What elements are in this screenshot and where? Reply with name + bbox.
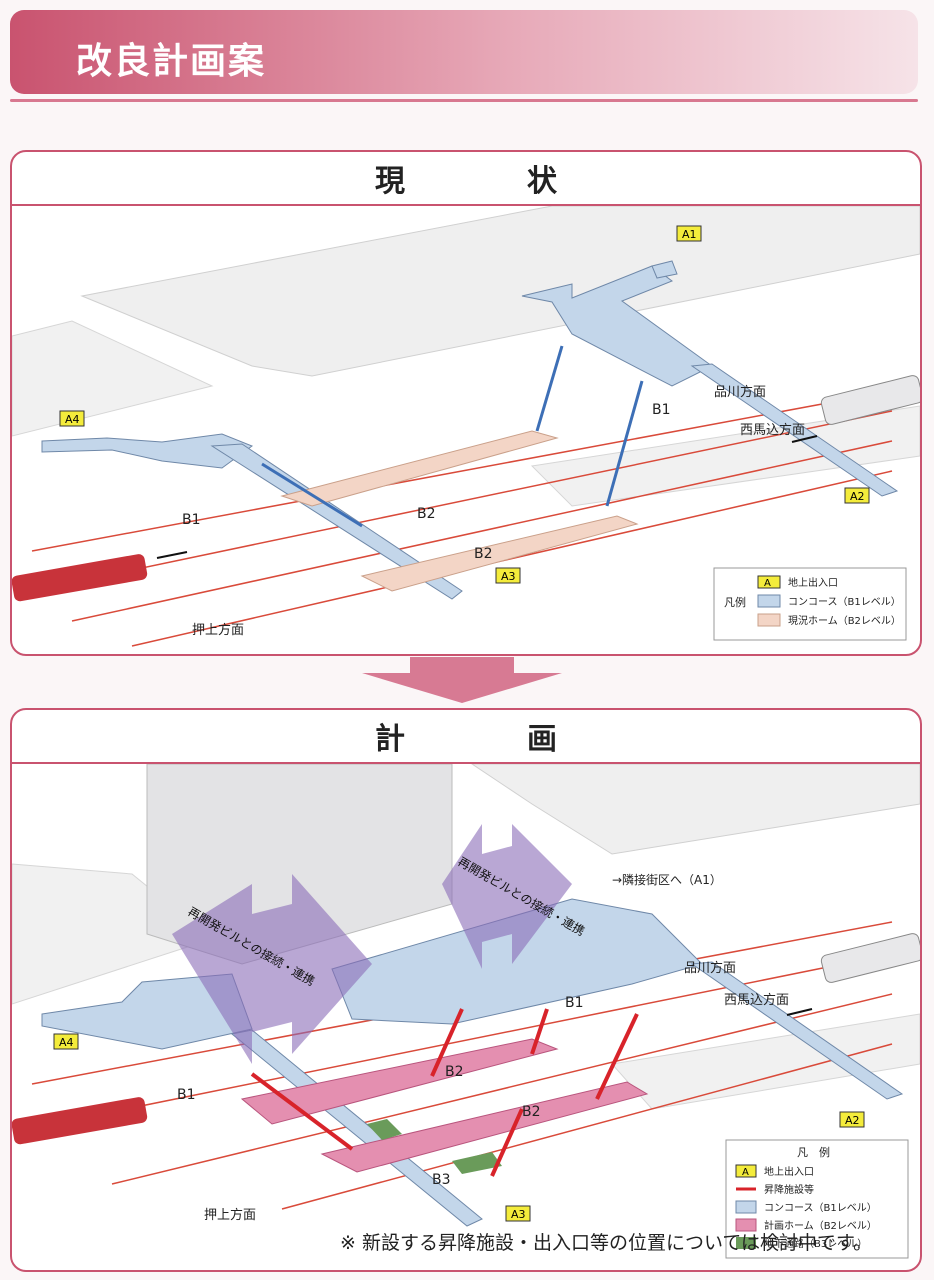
concourse-b1-right [521,265,713,387]
legend-label-passage: 地下通路（B3レベル） [764,1237,867,1250]
ground-block [471,764,920,855]
direction-oshiage: 押上方面 [204,1207,256,1223]
plan-panel: 計 画 [10,708,922,1272]
passage-b3-b [452,1152,502,1174]
entrance-a2: A2 [844,487,870,504]
legend-swatch-concourse [735,1200,757,1214]
arrow-inbound-right [786,1008,813,1016]
down-arrow-icon [362,657,562,703]
label-b2-bottom: B2 [474,546,493,562]
svg-text:A2: A2 [845,1114,860,1127]
current-legend: 凡例 A 地上出入口 コンコース（B1レベル） 現況ホーム（B2レベル） [713,567,907,641]
train-left [12,1097,148,1145]
ground-block [611,1013,920,1110]
label-b2-bottom: B2 [522,1104,541,1120]
legend-label-concourse: コンコース（B1レベル） [788,596,901,608]
legend-swatch-entrance [735,1164,757,1178]
legend-label-platform: 現況ホーム（B2レベル） [788,615,901,627]
legend-label-concourse: コンコース（B1レベル） [764,1202,877,1214]
plan-heading-bar: 計 画 [12,710,920,764]
legend-label-platform: 計画ホーム（B2レベル） [764,1219,877,1232]
entrance-a4: A4 [59,410,85,427]
label-b1-right: B1 [652,402,671,418]
concourse-passage-a3 [210,443,463,600]
stairs [261,345,644,528]
adjacent-block-note: →隣接街区へ（A1） [612,872,722,887]
entrance-a2: A2 [839,1111,865,1128]
plan-heading: 計 画 [375,722,603,757]
label-b3: B3 [432,1172,451,1188]
platform-b2-bottom [320,1081,649,1173]
title-bar: 改良計画案 [10,10,918,102]
current-heading-bar: 現 状 [12,152,920,206]
passage-b3-a [367,1119,402,1140]
legend-swatch-passage [736,1237,756,1249]
entrance-a4: A4 [53,1033,79,1050]
current-heading: 現 状 [375,164,603,199]
svg-text:A4: A4 [59,1036,74,1049]
entrance-a3: A3 [505,1205,531,1222]
legend-swatch-entrance [757,575,781,589]
train-right [820,933,920,983]
legend-label-entrance: 地上出入口 [788,576,838,589]
concourse-b1-right [331,898,703,1025]
legend-key-entrance: A [742,1167,749,1178]
svg-text:A3: A3 [501,570,516,583]
concourse-passage-a1 [651,260,678,279]
legend-swatch-platform [735,1218,757,1232]
concourse-passage-a2 [690,961,904,1100]
legend-label-access: 昇降施設等 [764,1183,814,1196]
platform-b2-top [240,1038,559,1125]
redevelopment-arrow-left [172,874,372,1064]
label-b2-top: B2 [417,506,436,522]
direction-nishimagome: 西馬込方面 [740,422,805,438]
plan-legend: 凡 例 A 地上出入口 昇降施設等 コンコース（B1レベル） 計画ホーム（B2レ… [725,1139,909,1259]
direction-shinagawa: 品川方面 [684,960,736,976]
redevelopment-arrow-right [442,824,572,969]
tracks [31,921,893,1210]
svg-text:A1: A1 [682,228,697,241]
legend-key-entrance: A [764,578,771,589]
train-right [820,375,920,425]
ground-block [80,206,920,377]
legend-title: 凡例 [724,595,746,609]
arrow-inbound-left [156,551,188,559]
platform-b2-top [280,430,559,507]
concourse-passage-a2 [690,363,899,497]
direction-oshiage: 押上方面 [192,622,244,638]
svg-text:A4: A4 [65,413,80,426]
legend-label-entrance: 地上出入口 [764,1165,814,1178]
arrow-inbound-right [791,435,818,443]
current-panel: 現 状 [10,150,922,656]
svg-text:A3: A3 [511,1208,526,1221]
platform-b2-bottom [360,515,639,592]
page-title: 改良計画案 [76,41,267,82]
label-b1-right: B1 [565,995,584,1011]
label-b1-left: B1 [177,1087,196,1103]
svg-text:A2: A2 [850,490,865,503]
current-diagram: B1 B1 B2 B2 品川方面 西馬込方面 押上方面 A1 A2 A3 A4 … [12,206,920,647]
footnote: ※ 新設する昇降施設・出入口等の位置については検討中です。 [340,1232,873,1254]
legend-title: 凡 例 [797,1145,830,1159]
train-left [12,554,148,602]
legend-swatch-concourse [757,594,781,608]
plan-diagram: 再開発ビルとの接続・連携 再開発ビルとの接続・連携 B1 B1 B2 B2 B3… [12,764,920,1259]
entrance-a3: A3 [495,567,521,584]
direction-shinagawa: 品川方面 [714,384,766,400]
vertical-access-arrows [250,1008,639,1177]
label-b1-left: B1 [182,512,201,528]
legend-swatch-platform [757,613,781,627]
entrance-a1: A1 [676,225,702,242]
label-b2-top: B2 [445,1064,464,1080]
ground-block [12,320,214,437]
direction-nishimagome: 西馬込方面 [724,992,789,1008]
